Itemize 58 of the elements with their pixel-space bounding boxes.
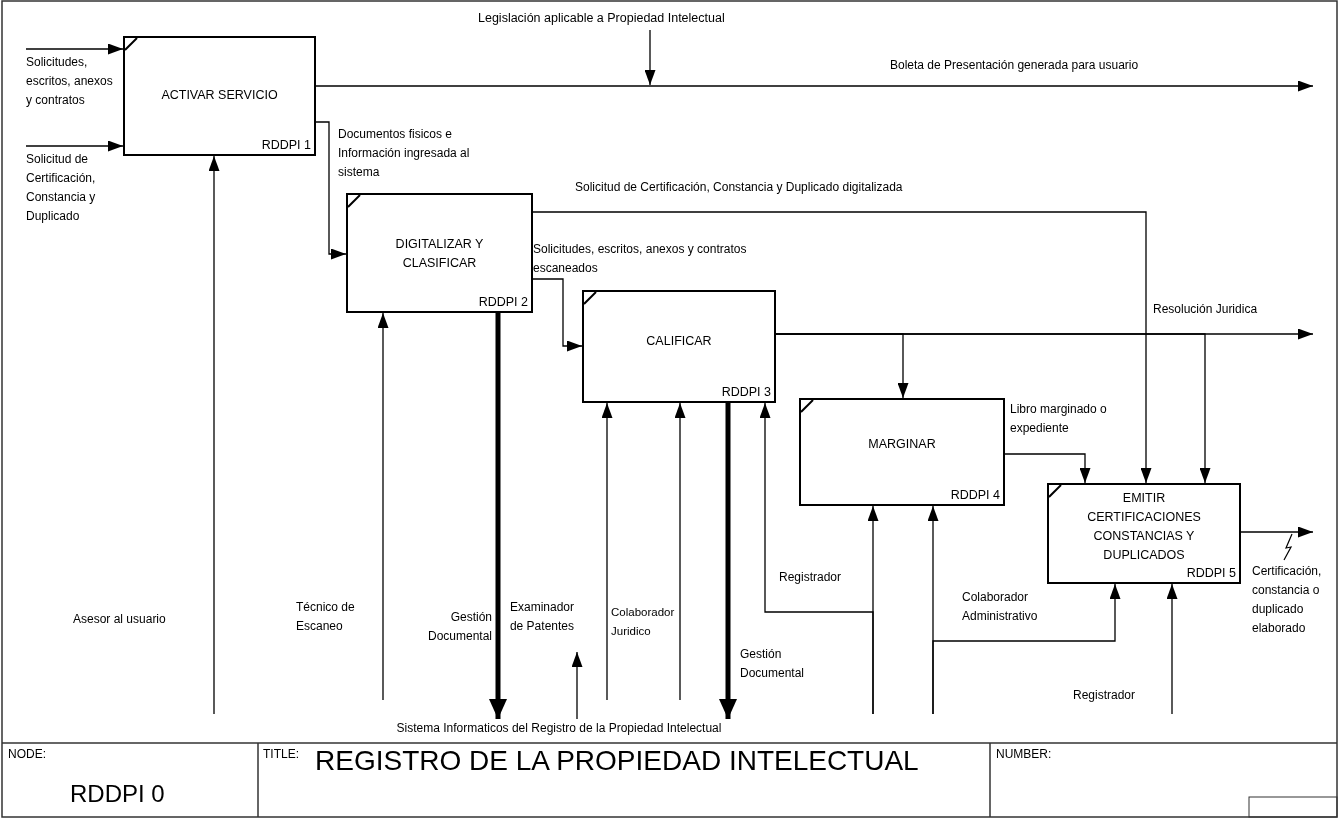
control-label: Legislación aplicable a Propiedad Intelectual xyxy=(478,10,726,26)
activity-name: CALIFICAR xyxy=(645,333,713,350)
arrow xyxy=(1004,453,1091,484)
arrow xyxy=(25,43,124,55)
activity-number: RDDPI 4 xyxy=(950,487,1000,503)
arrow-label: Colaborador Juridico xyxy=(611,605,676,639)
activity-number: RDDPI 3 xyxy=(721,384,771,400)
arrow-label: Resolución Juridica xyxy=(1153,301,1259,318)
arrow-label: Asesor al usuario xyxy=(73,611,167,628)
thick-arrow xyxy=(489,313,507,719)
arrow-label: Certificación, constancia o duplicado elaborado xyxy=(1252,563,1323,637)
activity-box xyxy=(123,36,316,156)
arrow-label: Boleta de Presentación generada para usuario xyxy=(890,57,1140,74)
arrow xyxy=(25,140,124,152)
arrow xyxy=(315,80,1314,92)
arrow xyxy=(571,651,583,720)
arrow-label: Libro marginado o expediente xyxy=(1010,401,1108,437)
field-label: NODE: xyxy=(8,746,47,762)
activity-number: RDDPI 1 xyxy=(261,137,311,153)
thick-arrow xyxy=(719,403,737,719)
arrow xyxy=(601,402,613,701)
arrow-label: Solicitudes, escritos, anexos y contratos escaneados xyxy=(533,241,748,277)
arrow-label: Examinador de Patentes xyxy=(508,599,574,635)
activity-name: DIGITALIZAR Y CLASIFICAR xyxy=(394,236,485,272)
arrow xyxy=(532,278,583,352)
arrow xyxy=(315,121,347,260)
arrow xyxy=(532,211,1152,484)
arrow-label: Registrador xyxy=(1073,687,1137,704)
field-label: NUMBER: xyxy=(996,746,1053,762)
arrow xyxy=(1240,526,1314,538)
activity-box xyxy=(1047,483,1241,584)
arrow xyxy=(208,155,220,715)
arrow xyxy=(759,402,874,715)
arrow xyxy=(674,402,686,701)
activity-box xyxy=(799,398,1005,506)
arrow xyxy=(932,583,1121,715)
arrow-label: Solicitud de Certificación, Constancia y Duplicado digitalizada xyxy=(575,179,904,196)
activity-name: ACTIVAR SERVICIO xyxy=(160,87,279,104)
arrow xyxy=(1166,583,1178,715)
arrow-label: Colaborador Administrativo xyxy=(962,589,1039,625)
arrow-label: Documentos fisicos e Información ingresada al sistema xyxy=(338,126,471,181)
arrow-label: Solicitudes, escritos, anexos y contratos xyxy=(26,54,114,109)
arrow-label: Gestión Documental xyxy=(740,646,806,682)
arrow-label: Gestión Documental xyxy=(426,609,492,645)
arrow-label: Registrador xyxy=(779,569,843,586)
arrow-label: Solicitud de Certificación, Constancia y Duplicado xyxy=(26,151,97,225)
activity-name: EMITIR CERTIFICACIONES CONSTANCIAS Y DUPLICADOS xyxy=(1086,490,1202,564)
arrow-label: Técnico de Escaneo xyxy=(296,599,356,635)
activity-number: RDDPI 2 xyxy=(478,294,528,310)
activity-name: MARGINAR xyxy=(867,436,937,453)
arrow xyxy=(377,312,389,701)
activity-box xyxy=(582,290,776,403)
field-label: TITLE: xyxy=(263,746,300,762)
activity-box xyxy=(346,193,533,313)
activity-number: RDDPI 5 xyxy=(1186,565,1236,581)
diagram-title: REGISTRO DE LA PROPIEDAD INTELECTUAL xyxy=(315,744,919,778)
arrow xyxy=(775,333,1211,484)
node-number: RDDPI 0 xyxy=(70,779,166,809)
